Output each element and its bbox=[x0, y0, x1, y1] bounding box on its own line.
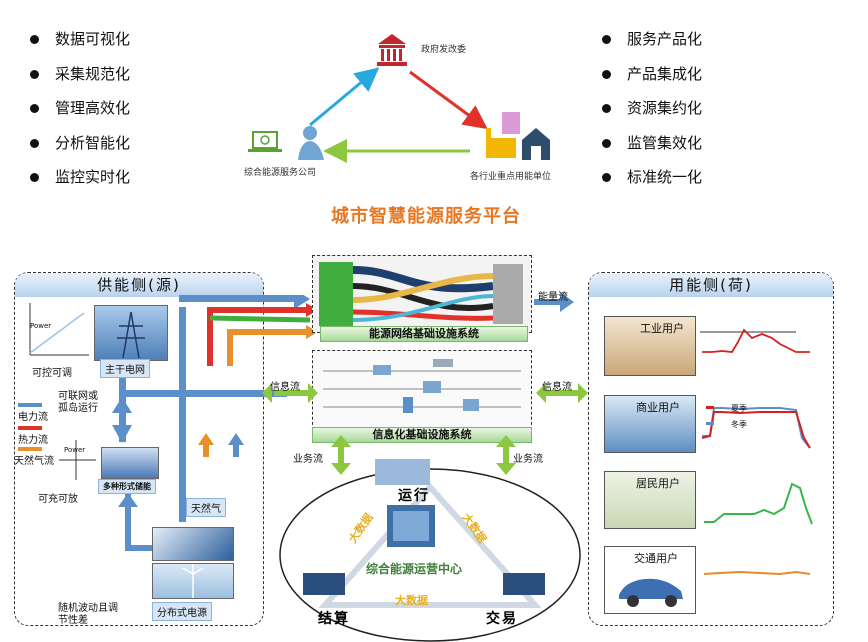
feature-item: 标准统一化 bbox=[600, 165, 702, 200]
info-system-bar: 信息化基础设施系统 bbox=[312, 427, 532, 443]
left-feature-list: 数据可视化 采集规范化 管理高效化 分析智能化 监控实时化 bbox=[28, 27, 130, 200]
info-flow-left-label: 信息流 bbox=[270, 382, 300, 393]
power-axis-label: Power bbox=[30, 322, 52, 330]
industrial-label: 工业用户 bbox=[640, 322, 684, 335]
feature-item: 分析智能化 bbox=[28, 131, 130, 166]
supply-panel: 供能侧(源) bbox=[14, 272, 264, 626]
feature-item: 监管集效化 bbox=[600, 131, 702, 166]
storage-label: 多种形式储能 bbox=[98, 479, 156, 494]
feature-item: 服务产品化 bbox=[600, 27, 702, 62]
random-note: 随机波动且调 节性差 bbox=[58, 603, 118, 626]
grid-label: 主干电网 bbox=[100, 359, 150, 378]
government-building-icon bbox=[377, 34, 407, 66]
transport-image bbox=[604, 546, 696, 614]
energy-network-box bbox=[312, 255, 532, 333]
supply-flow-diagram bbox=[18, 295, 310, 556]
industrial-image bbox=[604, 316, 696, 376]
residential-label: 居民用户 bbox=[636, 477, 680, 490]
center-flow-arrows bbox=[262, 292, 588, 475]
grid-tower-image bbox=[94, 305, 168, 361]
feature-item: 管理高效化 bbox=[28, 96, 130, 131]
transport-label: 交通用户 bbox=[634, 552, 678, 565]
supply-panel-title: 供能侧(源) bbox=[15, 273, 263, 297]
distributed-label: 分布式电源 bbox=[152, 602, 212, 621]
gas-flow-legend: 天然气流 bbox=[14, 456, 54, 467]
feature-item: 产品集成化 bbox=[600, 62, 702, 97]
feature-item: 资源集约化 bbox=[600, 96, 702, 131]
key-users-label: 各行业重点用能单位 bbox=[470, 172, 552, 182]
service-company-label: 综合能源服务公司 bbox=[244, 168, 317, 178]
commercial-label: 商业用户 bbox=[636, 401, 680, 414]
energy-network-system-bar: 能源网络基础设施系统 bbox=[320, 326, 528, 342]
operation-label: 运行 bbox=[398, 488, 430, 504]
laptop-worker-icon bbox=[248, 126, 324, 160]
info-flow-right-label: 信息流 bbox=[542, 382, 572, 393]
storage-image bbox=[101, 447, 159, 479]
supply-to-network-arrows bbox=[207, 303, 318, 366]
winter-legend: 冬季 bbox=[731, 420, 747, 429]
grid-mode-label: 可联网或 孤岛运行 bbox=[58, 391, 98, 414]
demand-panel-title: 用能侧(荷) bbox=[589, 273, 833, 297]
ops-center-label: 综合能源运营中心 bbox=[366, 562, 463, 576]
feature-item: 监控实时化 bbox=[28, 165, 130, 200]
gas-label: 天然气 bbox=[186, 498, 226, 517]
right-feature-list: 服务产品化 产品集成化 资源集约化 监管集效化 标准统一化 bbox=[600, 27, 702, 200]
summer-legend: 夏季 bbox=[731, 404, 747, 413]
stakeholder-triangle bbox=[248, 34, 550, 163]
residential-image bbox=[604, 471, 696, 529]
demand-panel: 用能侧(荷) bbox=[588, 272, 834, 626]
commercial-image bbox=[604, 395, 696, 453]
factory-barn-icon bbox=[486, 112, 550, 160]
heat-flow-legend: 热力流 bbox=[18, 435, 48, 446]
storage-power-label: Power bbox=[64, 446, 86, 454]
chargeable-label: 可充可放 bbox=[38, 494, 78, 505]
feature-item: 采集规范化 bbox=[28, 62, 130, 97]
ops-center-ellipse bbox=[279, 459, 581, 642]
wind-turbine-image bbox=[152, 563, 234, 599]
controllable-label: 可控可调 bbox=[32, 368, 72, 379]
biz-flow-right-label: 业务流 bbox=[513, 454, 543, 465]
government-label: 政府发改委 bbox=[421, 45, 467, 55]
solar-panel-image bbox=[152, 527, 234, 561]
platform-title: 城市智慧能源服务平台 bbox=[331, 206, 521, 227]
big-data-bottom: 大数据 bbox=[395, 594, 428, 607]
info-system-box bbox=[312, 350, 532, 430]
biz-flow-left-label: 业务流 bbox=[293, 454, 323, 465]
power-flow-legend: 电力流 bbox=[18, 412, 48, 423]
feature-item: 数据可视化 bbox=[28, 27, 130, 62]
load-curves bbox=[700, 328, 813, 576]
trade-label: 交易 bbox=[486, 611, 518, 627]
energy-flow-label: 能量流 bbox=[538, 292, 568, 303]
settlement-label: 结算 bbox=[318, 611, 350, 627]
